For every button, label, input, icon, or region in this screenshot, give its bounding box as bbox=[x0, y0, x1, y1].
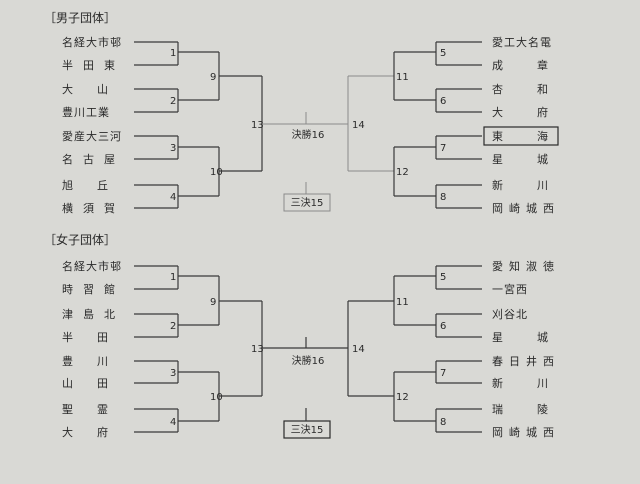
boys-left-team-5: 愛産大三河 bbox=[62, 129, 122, 143]
boys-left-semi-number: 13 bbox=[251, 120, 264, 131]
boys-left-team-1: 名経大市邨 bbox=[62, 35, 122, 49]
boys-left-r2-number-2: 10 bbox=[210, 167, 223, 178]
girls-right-team-3: 刈谷北 bbox=[492, 308, 528, 321]
girls-left-r2-number-2: 10 bbox=[210, 392, 223, 403]
girls-right-team-1: 愛知淑徳 bbox=[492, 259, 560, 273]
girls-section-title: ［女子団体］ bbox=[44, 232, 116, 247]
girls-left-r1-number-4: 4 bbox=[170, 417, 176, 428]
boys-right-team-3: 杏和 bbox=[492, 83, 582, 96]
boys-right-team-highlight-5 bbox=[483, 126, 559, 146]
boys-left-team-7: 旭丘 bbox=[62, 178, 132, 192]
girls-left-semi-number: 13 bbox=[251, 344, 264, 355]
girls-left-team-4: 半田 bbox=[62, 330, 132, 344]
girls-right-r1-number-3: 7 bbox=[440, 368, 446, 379]
boys-right-team-5: 東海 bbox=[492, 129, 582, 143]
girls-right-r1-number-1: 5 bbox=[440, 272, 446, 283]
girls-right-r1-number-2: 6 bbox=[440, 321, 446, 332]
girls-left-r1-number-2: 2 bbox=[170, 321, 176, 332]
girls-right-team-2: 一宮西 bbox=[492, 282, 528, 296]
girls-left-team-5: 豊川 bbox=[62, 355, 132, 368]
girls-left-team-7: 聖霊 bbox=[62, 403, 132, 416]
boys-right-team-8: 岡崎城西 bbox=[492, 201, 560, 215]
boys-right-r1-number-1: 5 bbox=[440, 48, 446, 59]
boys-left-team-8: 横須賀 bbox=[62, 201, 125, 215]
boys-right-r2-number-1: 11 bbox=[396, 72, 409, 83]
boys-right-team-1: 愛工大名電 bbox=[492, 35, 552, 49]
boys-right-semi-number: 14 bbox=[352, 120, 365, 131]
girls-left-team-6: 山田 bbox=[62, 377, 132, 390]
boys-third-place-box bbox=[283, 193, 331, 212]
girls-left-r1-number-3: 3 bbox=[170, 368, 176, 379]
girls-left-team-2: 時習館 bbox=[62, 282, 125, 296]
boys-left-r1-number-4: 4 bbox=[170, 192, 176, 203]
boys-right-r1-number-2: 6 bbox=[440, 96, 446, 107]
girls-right-team-6: 新川 bbox=[492, 376, 582, 390]
boys-left-team-6: 名古屋 bbox=[62, 152, 125, 166]
boys-right-r2-number-2: 12 bbox=[396, 167, 409, 178]
girls-right-r2-number-2: 12 bbox=[396, 392, 409, 403]
boys-left-r1-number-1: 1 bbox=[170, 48, 176, 59]
boys-left-r1-number-2: 2 bbox=[170, 96, 176, 107]
boys-third-place-label: 三決15 bbox=[291, 197, 324, 209]
girls-right-team-8: 岡崎城西 bbox=[492, 425, 560, 439]
boys-left-team-3: 大山 bbox=[62, 82, 132, 96]
girls-third-place-label: 三決15 bbox=[291, 424, 324, 436]
girls-left-r1-number-1: 1 bbox=[170, 272, 176, 283]
boys-left-r1-number-3: 3 bbox=[170, 143, 176, 154]
boys-right-team-7: 新川 bbox=[492, 178, 582, 192]
boys-final-label: 決勝16 bbox=[292, 128, 325, 141]
girls-right-team-7: 瑞陵 bbox=[492, 402, 582, 416]
boys-right-r1-number-3: 7 bbox=[440, 143, 446, 154]
boys-left-team-4: 豊川工業 bbox=[62, 106, 110, 119]
boys-right-team-4: 大府 bbox=[492, 105, 582, 119]
boys-right-team-6: 星城 bbox=[492, 153, 582, 166]
girls-left-team-8: 大府 bbox=[62, 425, 132, 439]
girls-left-r2-number-1: 9 bbox=[210, 297, 216, 308]
girls-right-team-4: 星城 bbox=[492, 331, 582, 344]
girls-final-label: 決勝16 bbox=[292, 354, 325, 367]
boys-right-team-2: 成章 bbox=[492, 58, 582, 72]
girls-right-r1-number-4: 8 bbox=[440, 417, 446, 428]
boys-left-team-2: 半田東 bbox=[62, 58, 125, 72]
girls-third-place-box bbox=[283, 420, 331, 439]
boys-left-r2-number-1: 9 bbox=[210, 72, 216, 83]
girls-left-team-1: 名経大市邨 bbox=[62, 259, 122, 273]
girls-right-semi-number: 14 bbox=[352, 344, 365, 355]
girls-right-r2-number-1: 11 bbox=[396, 297, 409, 308]
boys-section-title: ［男子団体］ bbox=[44, 11, 116, 25]
girls-right-team-5: 春日井西 bbox=[492, 354, 560, 368]
girls-left-team-3: 津島北 bbox=[62, 307, 125, 321]
boys-right-r1-number-4: 8 bbox=[440, 192, 446, 203]
